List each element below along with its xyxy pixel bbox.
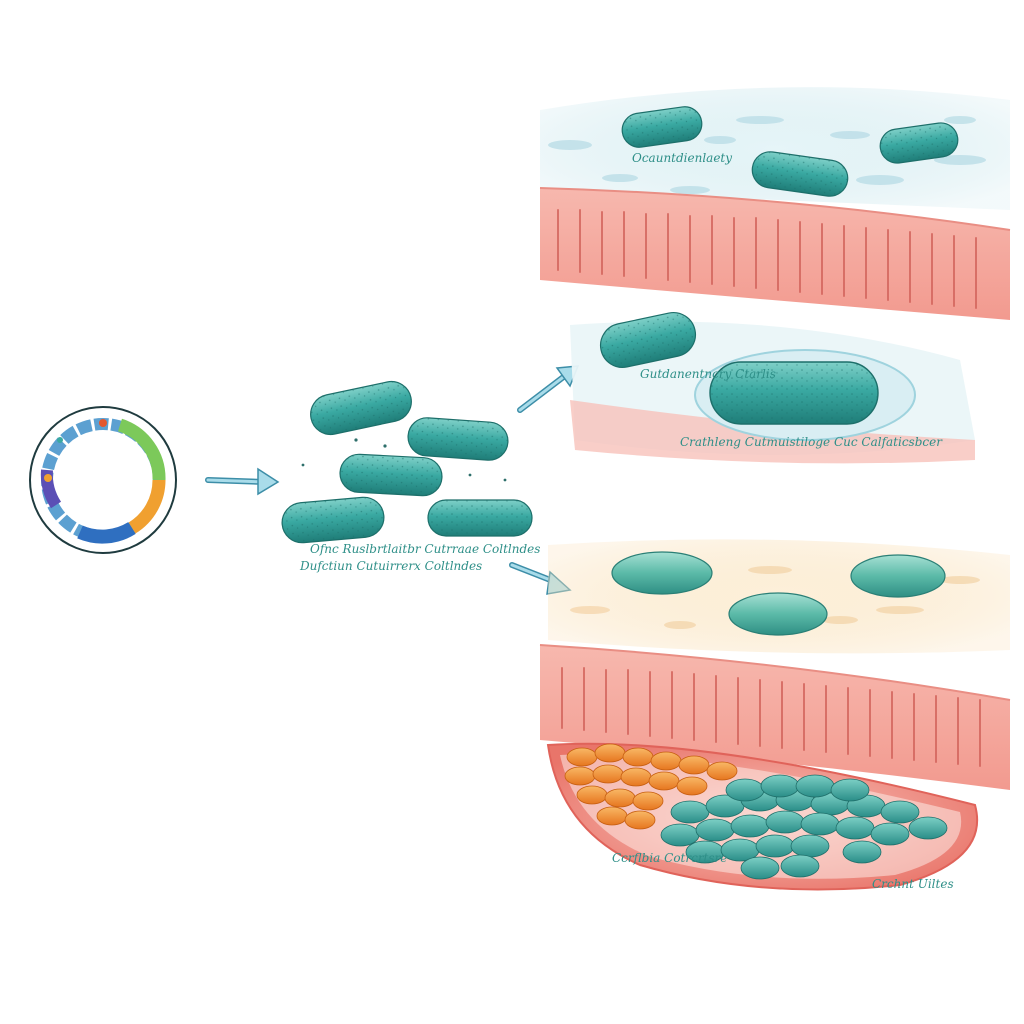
- plasmid-icon: [29, 406, 177, 554]
- bottom-panel-label-right: Crchnt Uiltes: [872, 877, 954, 891]
- top-panel-label: Ocauntdienlaety: [632, 151, 732, 165]
- cluster-label-1: Ofnc Ruslbrtlaitbr Cutrraae Coltlndes: [310, 542, 540, 556]
- bacteria-colony-teal: [660, 774, 948, 880]
- arrow-up-right-icon: [517, 365, 580, 413]
- bacterium: [407, 417, 509, 461]
- bacterium: [427, 499, 533, 537]
- bottom-panel-inflammation: Ccrflbia Cotrcrtsre Crchnt Uiltes: [539, 539, 1011, 891]
- bacterium: [709, 361, 879, 425]
- bacteria-cluster: Ofnc Ruslbrtlaitbr Cutrraae Coltlndes Du…: [281, 380, 540, 573]
- middle-panel-invasion: Gutdanentncry Ctarlis Crathleng Cutmuist…: [570, 311, 975, 464]
- middle-panel-label-lower: Crathleng Cutmuistiloge Cuc Calfaticsbce…: [680, 435, 943, 449]
- bacterium: [599, 311, 697, 369]
- inflammatory-cells-orange: [564, 743, 738, 830]
- bacterium: [611, 551, 713, 595]
- arrow-right-icon: [205, 467, 280, 496]
- bacterium: [850, 554, 946, 598]
- bacterium: [339, 453, 443, 497]
- top-panel-colonization: Ocauntdienlaety: [539, 87, 1011, 320]
- cluster-label-2: Dufctiun Cutuirrerx Coltlndes: [299, 559, 482, 573]
- bacterium: [310, 380, 412, 436]
- bacterium: [621, 106, 703, 148]
- bacterium: [281, 496, 385, 544]
- bottom-panel-label-left: Ccrflbia Cotrcrtsre: [612, 851, 727, 865]
- bacterium: [728, 592, 828, 636]
- bacterium: [751, 151, 849, 197]
- bacterium: [879, 122, 959, 164]
- middle-panel-label-upper: Gutdanentncry Ctarlis: [640, 367, 776, 381]
